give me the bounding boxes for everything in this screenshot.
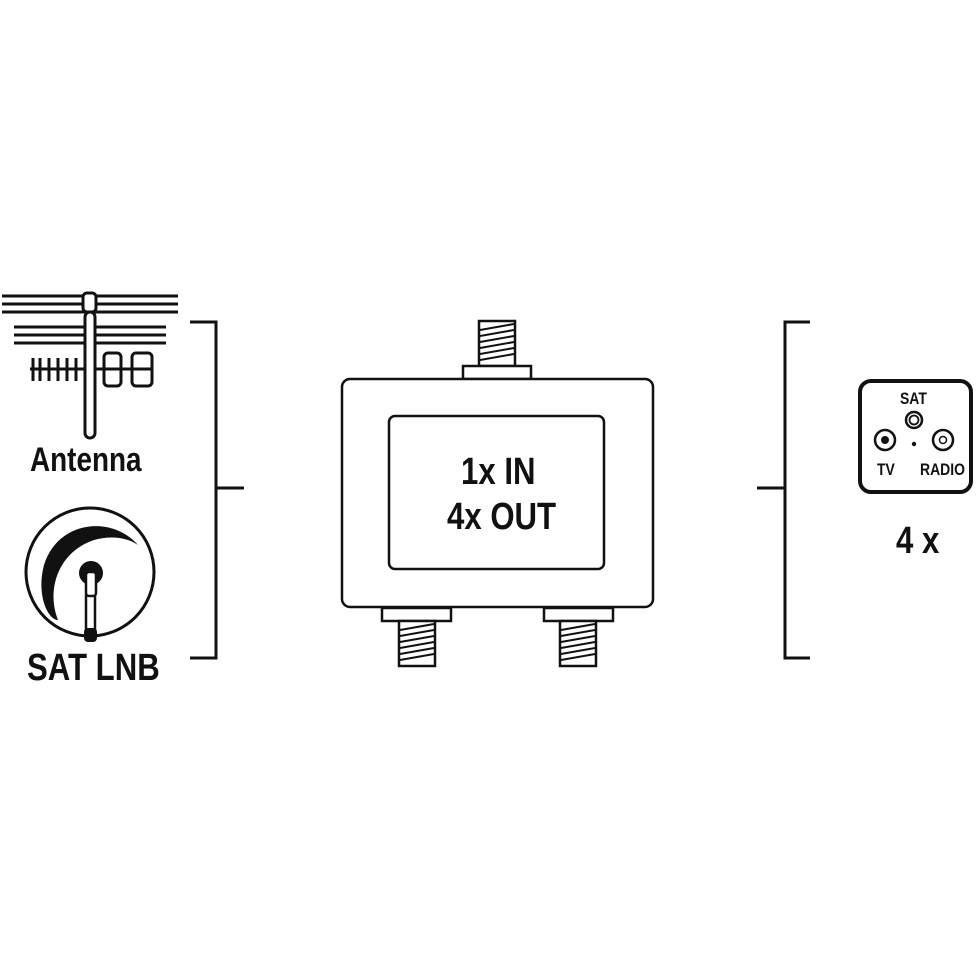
satellite-dish-icon [24, 506, 156, 642]
splitter-line-2: 4x OUT [447, 496, 557, 538]
splitter-icon [340, 319, 655, 668]
antenna-label: Antenna [30, 441, 142, 479]
socket-radio-label: RADIO [920, 460, 965, 479]
splitter-line-1: 1x IN [461, 451, 536, 493]
socket-sat-label: SAT [900, 389, 927, 408]
sat-lnb-label: SAT LNB [27, 647, 160, 689]
antenna-icon [2, 291, 178, 440]
input-bracket [190, 320, 244, 660]
output-bracket [757, 320, 810, 660]
wall-socket-icon [858, 379, 973, 494]
output-multiplier: 4 x [896, 520, 940, 562]
socket-tv-label: TV [877, 460, 895, 479]
